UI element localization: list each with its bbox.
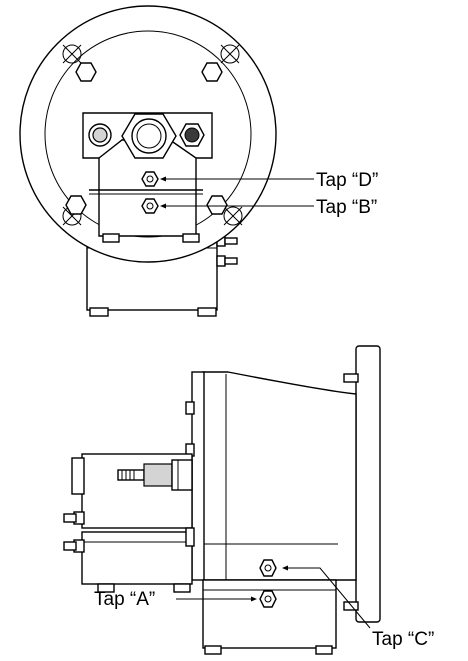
tap-b-fitting xyxy=(141,198,159,214)
tap-b-label: Tap “B” xyxy=(316,197,377,218)
tap-c-label: Tap “C” xyxy=(372,629,434,650)
tap-c-leader xyxy=(282,565,371,629)
tap-d-fitting xyxy=(141,171,159,187)
side-view: Tap “A” Tap “C” xyxy=(63,345,434,655)
front-bracket xyxy=(98,139,197,237)
side-main-body xyxy=(202,371,357,581)
tap-d-label: Tap “D” xyxy=(316,170,378,191)
tap-c-fitting xyxy=(259,559,277,577)
flange-bolt-holes xyxy=(62,44,243,226)
side-flange xyxy=(355,345,381,623)
tap-a-leader xyxy=(176,596,257,602)
tap-b-leader xyxy=(160,203,314,209)
front-view: Tap “D” Tap “B” xyxy=(19,5,378,317)
tap-a-fitting xyxy=(259,590,277,608)
tap-d-leader xyxy=(160,176,314,182)
tap-a-label: Tap “A” xyxy=(94,589,155,610)
